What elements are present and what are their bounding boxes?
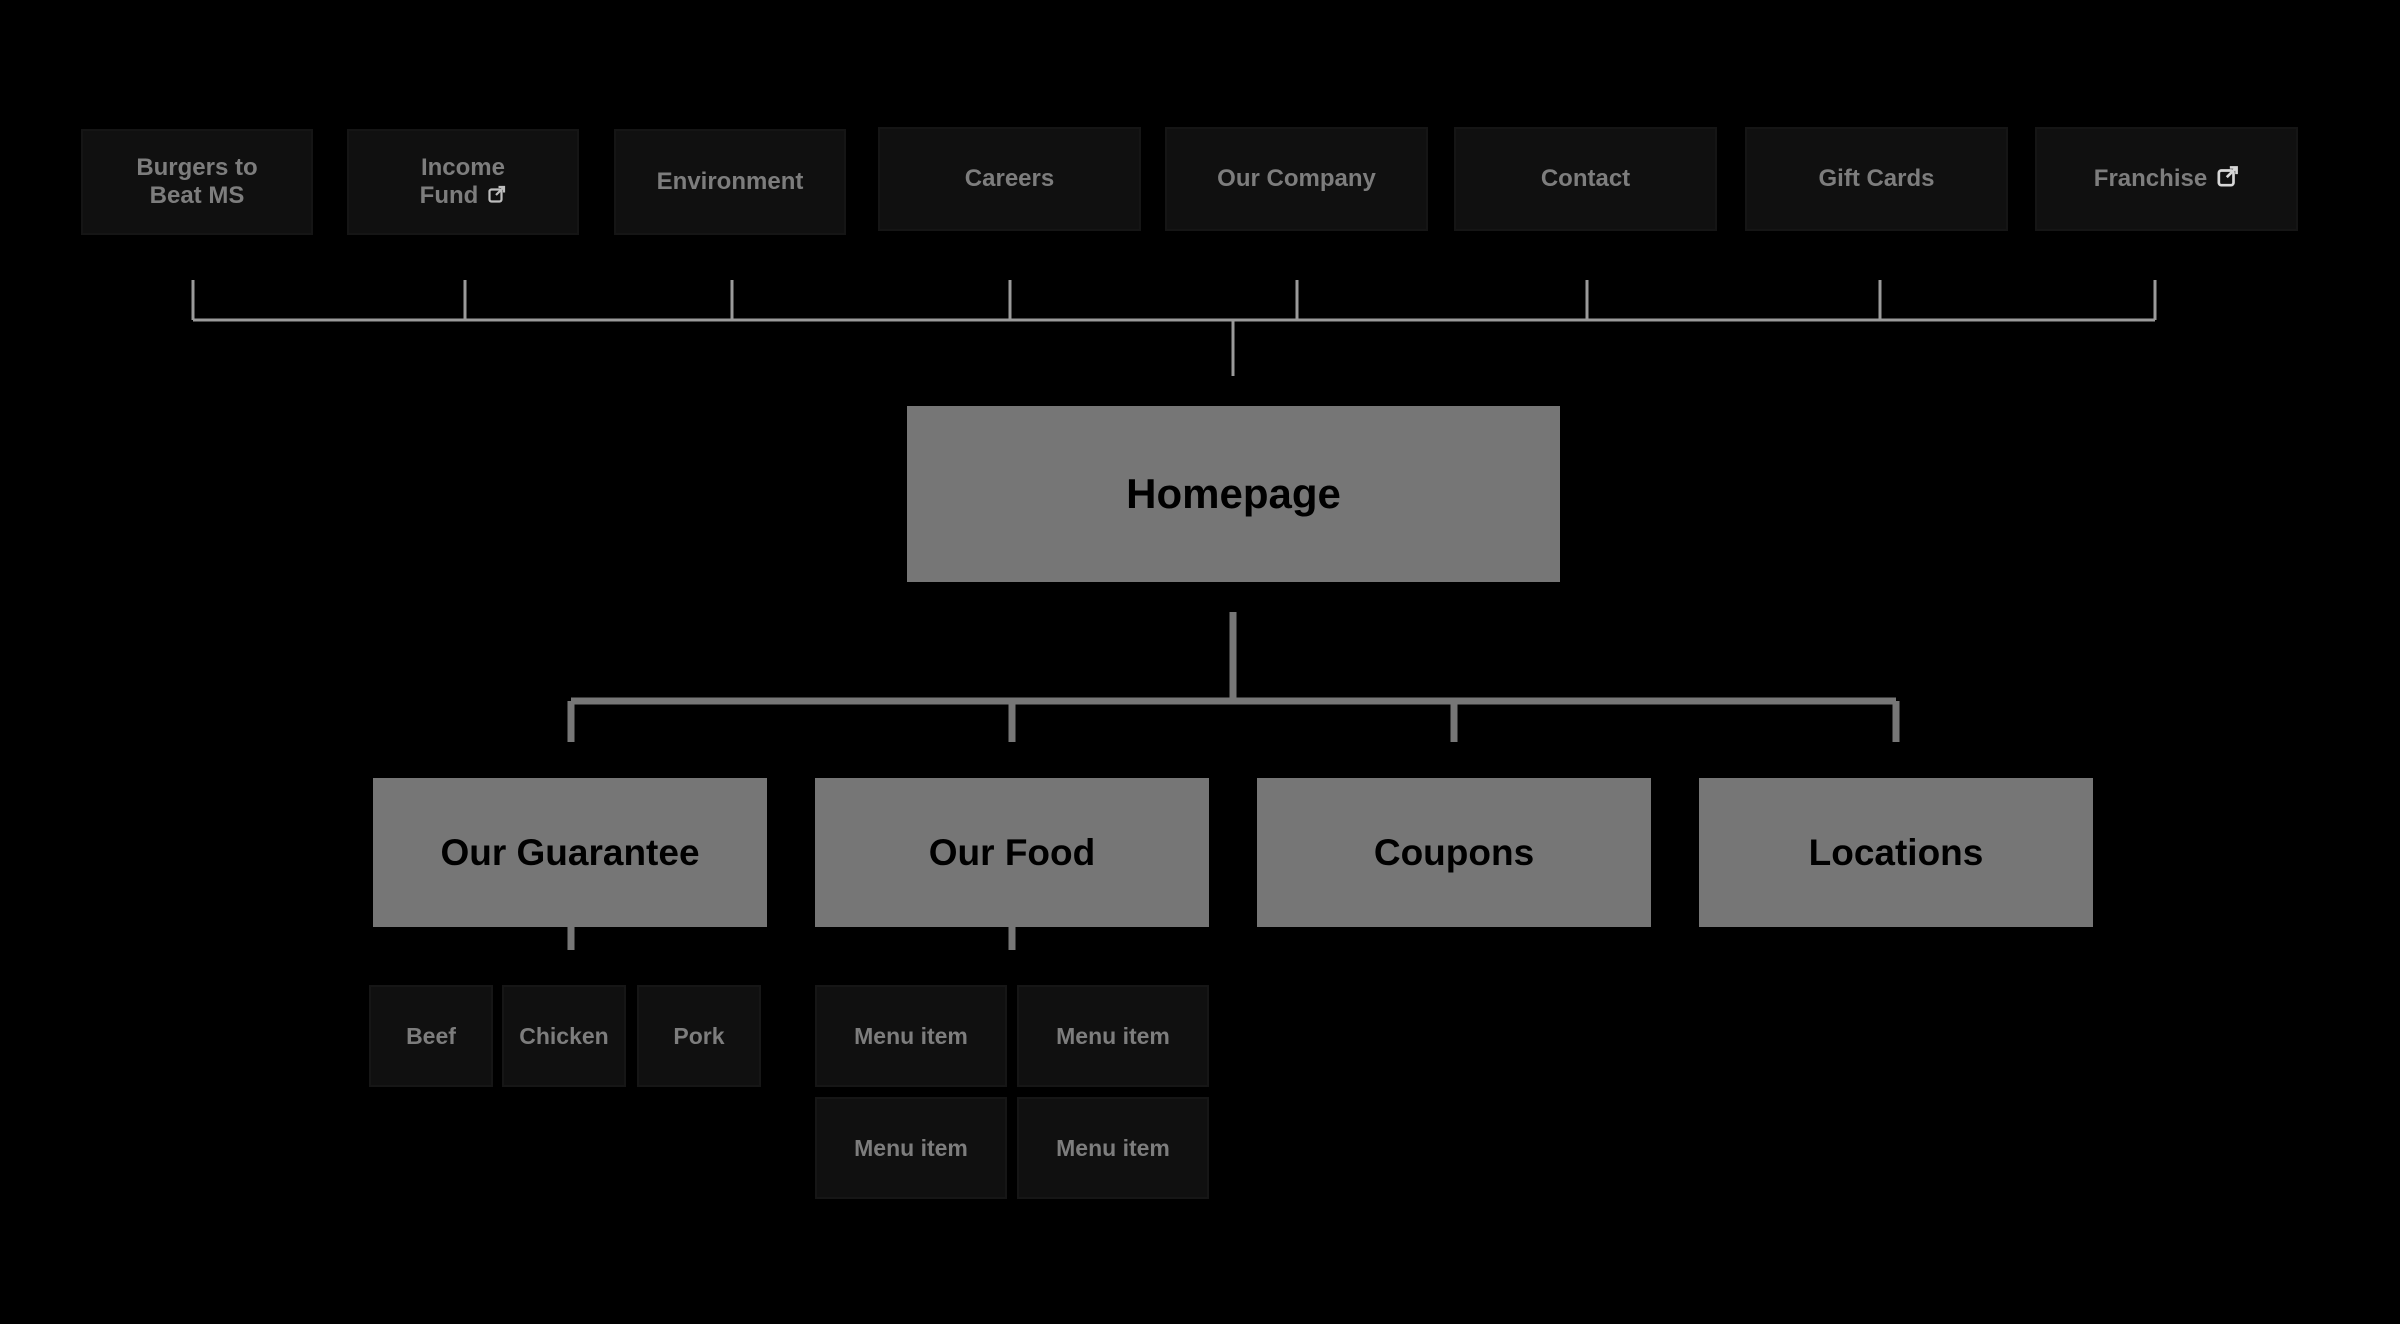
top-nav-connector xyxy=(191,280,2157,376)
section-box-locations[interactable]: Locations xyxy=(1699,778,2093,927)
nav-box-label: Fund xyxy=(419,182,479,209)
nav-box-our-company[interactable]: Our Company xyxy=(1165,127,1428,231)
section-box-coupons[interactable]: Coupons xyxy=(1257,778,1651,927)
nav-box-label: Gift Cards xyxy=(1818,165,1935,192)
homepage-box[interactable]: Homepage xyxy=(907,406,1560,582)
homepage-label: Homepage xyxy=(1126,470,1341,517)
food-menu-item-label: Menu item xyxy=(854,1134,968,1161)
section-box-our-guarantee[interactable]: Our Guarantee xyxy=(373,778,767,927)
food-menu-item[interactable]: Menu item xyxy=(815,1097,1007,1199)
nav-box-careers[interactable]: Careers xyxy=(878,127,1141,231)
guarantee-item-beef[interactable]: Beef xyxy=(369,985,493,1087)
guarantee-item-chicken[interactable]: Chicken xyxy=(502,985,626,1087)
nav-box-label: Contact xyxy=(1540,165,1631,192)
guarantee-item-label: Chicken xyxy=(519,1022,609,1049)
nav-box-environment[interactable]: Environment xyxy=(614,129,846,235)
nav-box-label: Environment xyxy=(656,168,804,195)
section-connector xyxy=(567,612,1900,950)
nav-box-label: Income xyxy=(420,154,505,181)
food-menu-item-label: Menu item xyxy=(1056,1022,1170,1049)
nav-box-burgers-to-beat-ms[interactable]: Burgers to Beat MS xyxy=(81,129,313,235)
food-menu-item[interactable]: Menu item xyxy=(1017,985,1209,1087)
nav-box-label: Burgers to xyxy=(136,154,258,181)
section-label: Locations xyxy=(1808,831,1984,873)
food-menu-item[interactable]: Menu item xyxy=(815,985,1007,1087)
section-label: Coupons xyxy=(1373,831,1535,873)
section-label: Our Guarantee xyxy=(440,831,700,873)
external-link-icon xyxy=(2217,165,2239,194)
guarantee-item-label: Pork xyxy=(673,1022,725,1049)
nav-box-label: Franchise xyxy=(2093,165,2208,192)
nav-box-contact[interactable]: Contact xyxy=(1454,127,1717,231)
section-box-our-food[interactable]: Our Food xyxy=(815,778,1209,927)
external-link-icon xyxy=(488,182,506,210)
nav-box-label: Careers xyxy=(964,165,1055,192)
food-menu-item-label: Menu item xyxy=(1056,1134,1170,1161)
section-label: Our Food xyxy=(928,831,1096,873)
nav-box-income-fund[interactable]: Income Fund xyxy=(347,129,579,235)
nav-box-gift-cards[interactable]: Gift Cards xyxy=(1745,127,2008,231)
nav-box-label: Our Company xyxy=(1217,165,1376,192)
guarantee-item-pork[interactable]: Pork xyxy=(637,985,761,1087)
food-menu-item-label: Menu item xyxy=(854,1022,968,1049)
guarantee-item-label: Beef xyxy=(406,1022,456,1049)
nav-box-label: Beat MS xyxy=(149,182,245,209)
nav-box-franchise[interactable]: Franchise xyxy=(2035,127,2298,231)
food-menu-item[interactable]: Menu item xyxy=(1017,1097,1209,1199)
